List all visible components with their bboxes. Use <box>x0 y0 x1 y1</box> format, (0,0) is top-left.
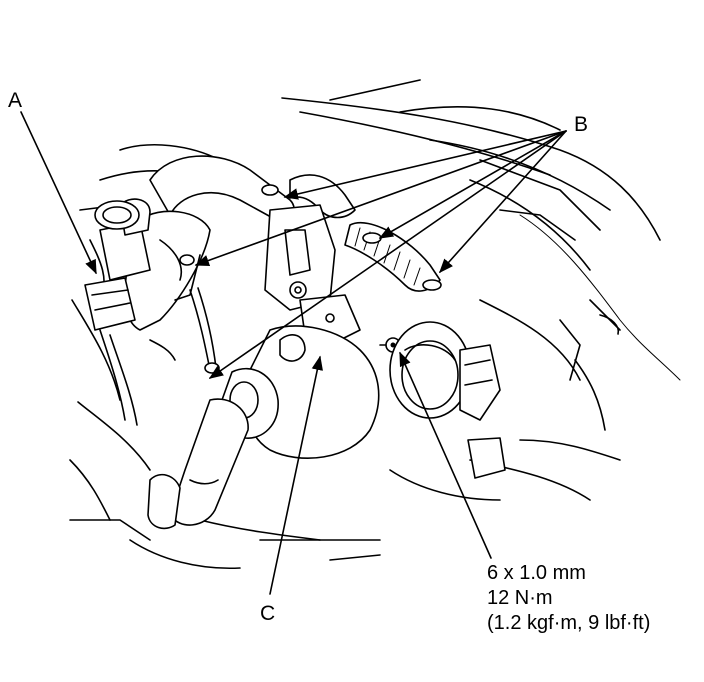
leader-bolt <box>399 351 492 559</box>
hose-clamps <box>179 184 442 374</box>
leader-b-1 <box>283 130 567 200</box>
round-port <box>389 321 471 419</box>
callout-b: B <box>574 113 589 136</box>
wire-harness <box>99 254 217 426</box>
callout-a: A <box>8 89 23 112</box>
leader-b-5 <box>208 130 567 379</box>
lower-hose <box>147 398 249 530</box>
leader-b-3 <box>439 130 567 274</box>
engine-structure-lines <box>69 144 621 570</box>
leader-lines <box>20 111 567 595</box>
leader-c <box>269 355 323 595</box>
water-outlet <box>264 204 336 311</box>
torque-spec-alt: (1.2 kgf·m, 9 lbf·ft) <box>487 612 651 634</box>
callout-c: C <box>260 602 276 625</box>
body-panel-lines <box>281 79 681 431</box>
connector-a <box>84 198 151 331</box>
right-connector <box>459 344 506 479</box>
torque-spec-nm: 12 N·m <box>487 587 553 609</box>
leader-b-4 <box>194 130 567 267</box>
torque-spec-size: 6 x 1.0 mm <box>487 562 586 584</box>
leader-a <box>20 111 97 275</box>
leader-b-2 <box>378 130 567 239</box>
